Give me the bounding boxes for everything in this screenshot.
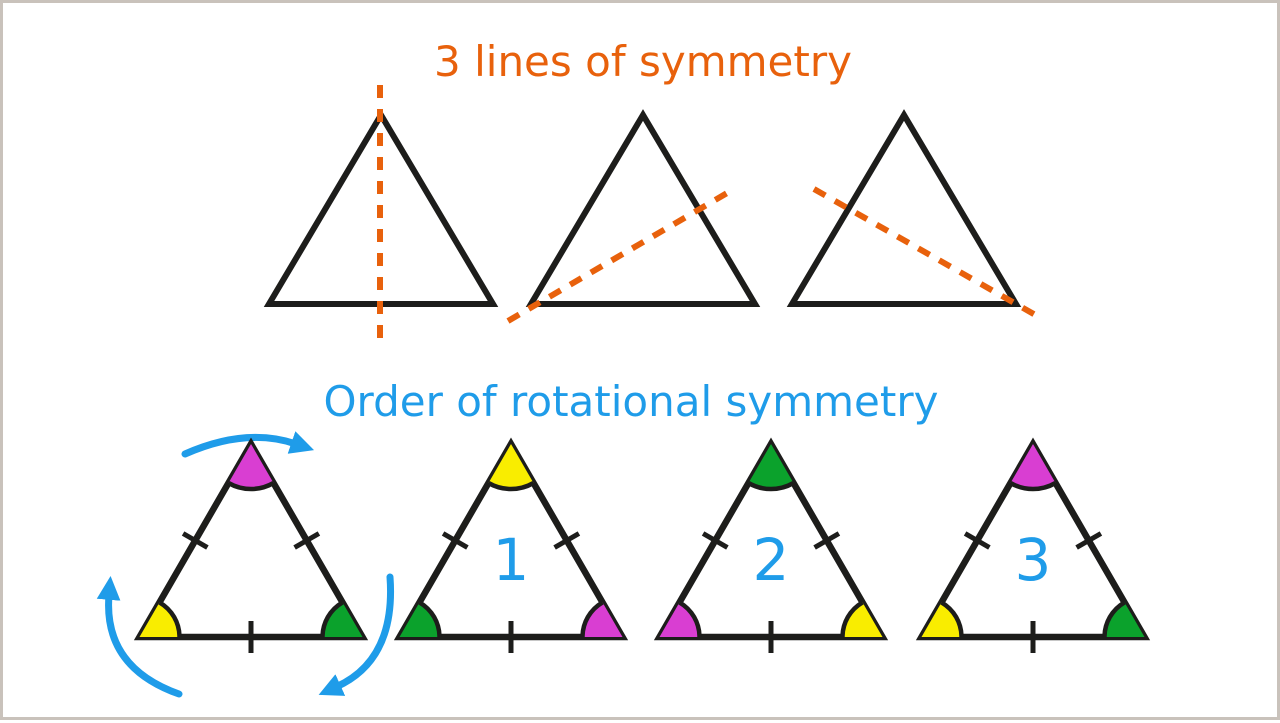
rotational-symmetry-title: Order of rotational symmetry	[324, 377, 939, 426]
symmetry-line-diagonal-up	[506, 186, 736, 324]
rotation-triangle-3: 3	[922, 444, 1145, 653]
order-number-1: 1	[493, 526, 530, 594]
rotation-triangle-start	[140, 444, 363, 653]
rotation-arrows	[96, 431, 395, 698]
rotation-arrow-top-icon	[181, 431, 315, 458]
rotation-arrow-right-icon	[318, 573, 395, 696]
symmetry-lines	[377, 85, 1041, 348]
rotation-triangle-1: 1	[400, 444, 623, 653]
lines-of-symmetry-title: 3 lines of symmetry	[434, 37, 852, 86]
triangle-symmetry-2	[531, 115, 755, 304]
symmetry-diagram: 3 lines of symmetry Order of rotational …	[96, 37, 1280, 698]
rotation-arrow-left-icon	[96, 576, 183, 698]
symmetry-line-diagonal-down	[812, 186, 1041, 320]
order-number-3: 3	[1015, 526, 1052, 594]
order-number-2: 2	[753, 526, 790, 594]
triangle-symmetry-3	[792, 115, 1016, 304]
rotation-triangle-2: 2	[660, 444, 883, 653]
